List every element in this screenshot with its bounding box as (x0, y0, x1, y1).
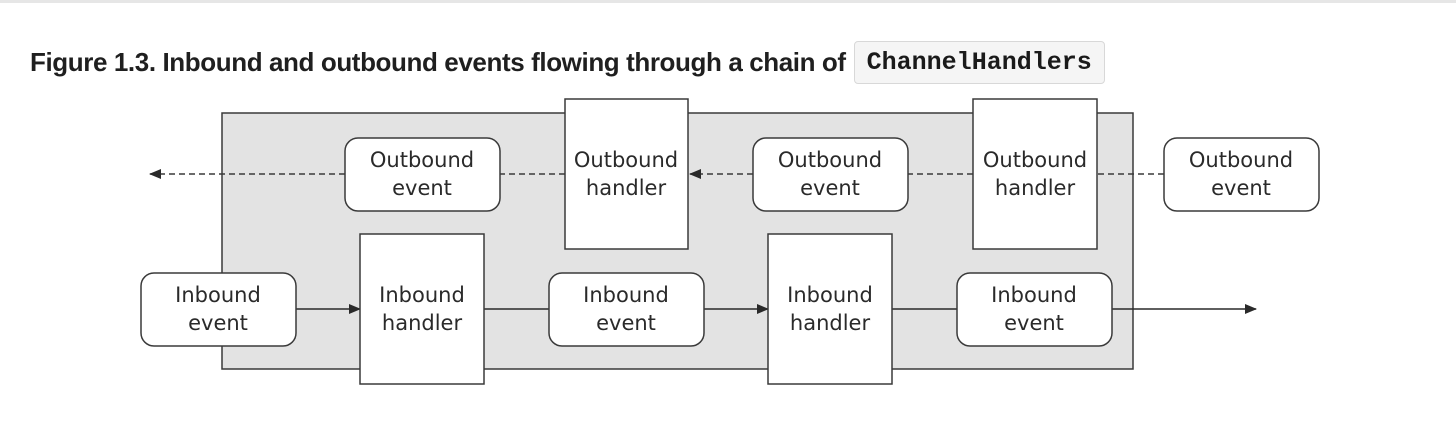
inbound-handler-box: Inbound handler (359, 233, 485, 385)
svg-text:event: event (1211, 176, 1271, 200)
svg-text:handler: handler (382, 311, 463, 335)
svg-text:event: event (596, 311, 656, 335)
inbound-event-box: Inbound event (140, 272, 297, 347)
outbound-handler-box: Outbound handler (564, 98, 689, 250)
svg-text:Inbound: Inbound (175, 283, 261, 307)
svg-text:Inbound: Inbound (787, 283, 873, 307)
svg-text:Inbound: Inbound (583, 283, 669, 307)
svg-text:event: event (392, 176, 452, 200)
outbound-handler-box: Outbound handler (972, 98, 1098, 250)
svg-text:event: event (1004, 311, 1064, 335)
svg-text:Outbound: Outbound (370, 148, 474, 172)
svg-text:Inbound: Inbound (379, 283, 465, 307)
outbound-event-box: Outbound event (344, 137, 501, 212)
outbound-event-box: Outbound event (752, 137, 909, 212)
inbound-handler-box: Inbound handler (767, 233, 893, 385)
outbound-event-box: Outbound event (1163, 137, 1320, 212)
svg-text:handler: handler (586, 176, 667, 200)
top-divider (0, 0, 1456, 3)
inbound-event-box: Inbound event (956, 272, 1113, 347)
svg-text:Outbound: Outbound (983, 148, 1087, 172)
svg-text:event: event (188, 311, 248, 335)
svg-text:Outbound: Outbound (574, 148, 678, 172)
figure-caption: Figure 1.3. Inbound and outbound events … (30, 40, 1105, 84)
svg-text:event: event (800, 176, 860, 200)
svg-text:handler: handler (995, 176, 1076, 200)
inbound-event-box: Inbound event (548, 272, 705, 347)
figure-caption-code: ChannelHandlers (853, 40, 1105, 84)
svg-text:Outbound: Outbound (778, 148, 882, 172)
svg-text:handler: handler (790, 311, 871, 335)
svg-text:Outbound: Outbound (1189, 148, 1293, 172)
svg-text:Inbound: Inbound (991, 283, 1077, 307)
figure-caption-text: Figure 1.3. Inbound and outbound events … (30, 46, 846, 77)
